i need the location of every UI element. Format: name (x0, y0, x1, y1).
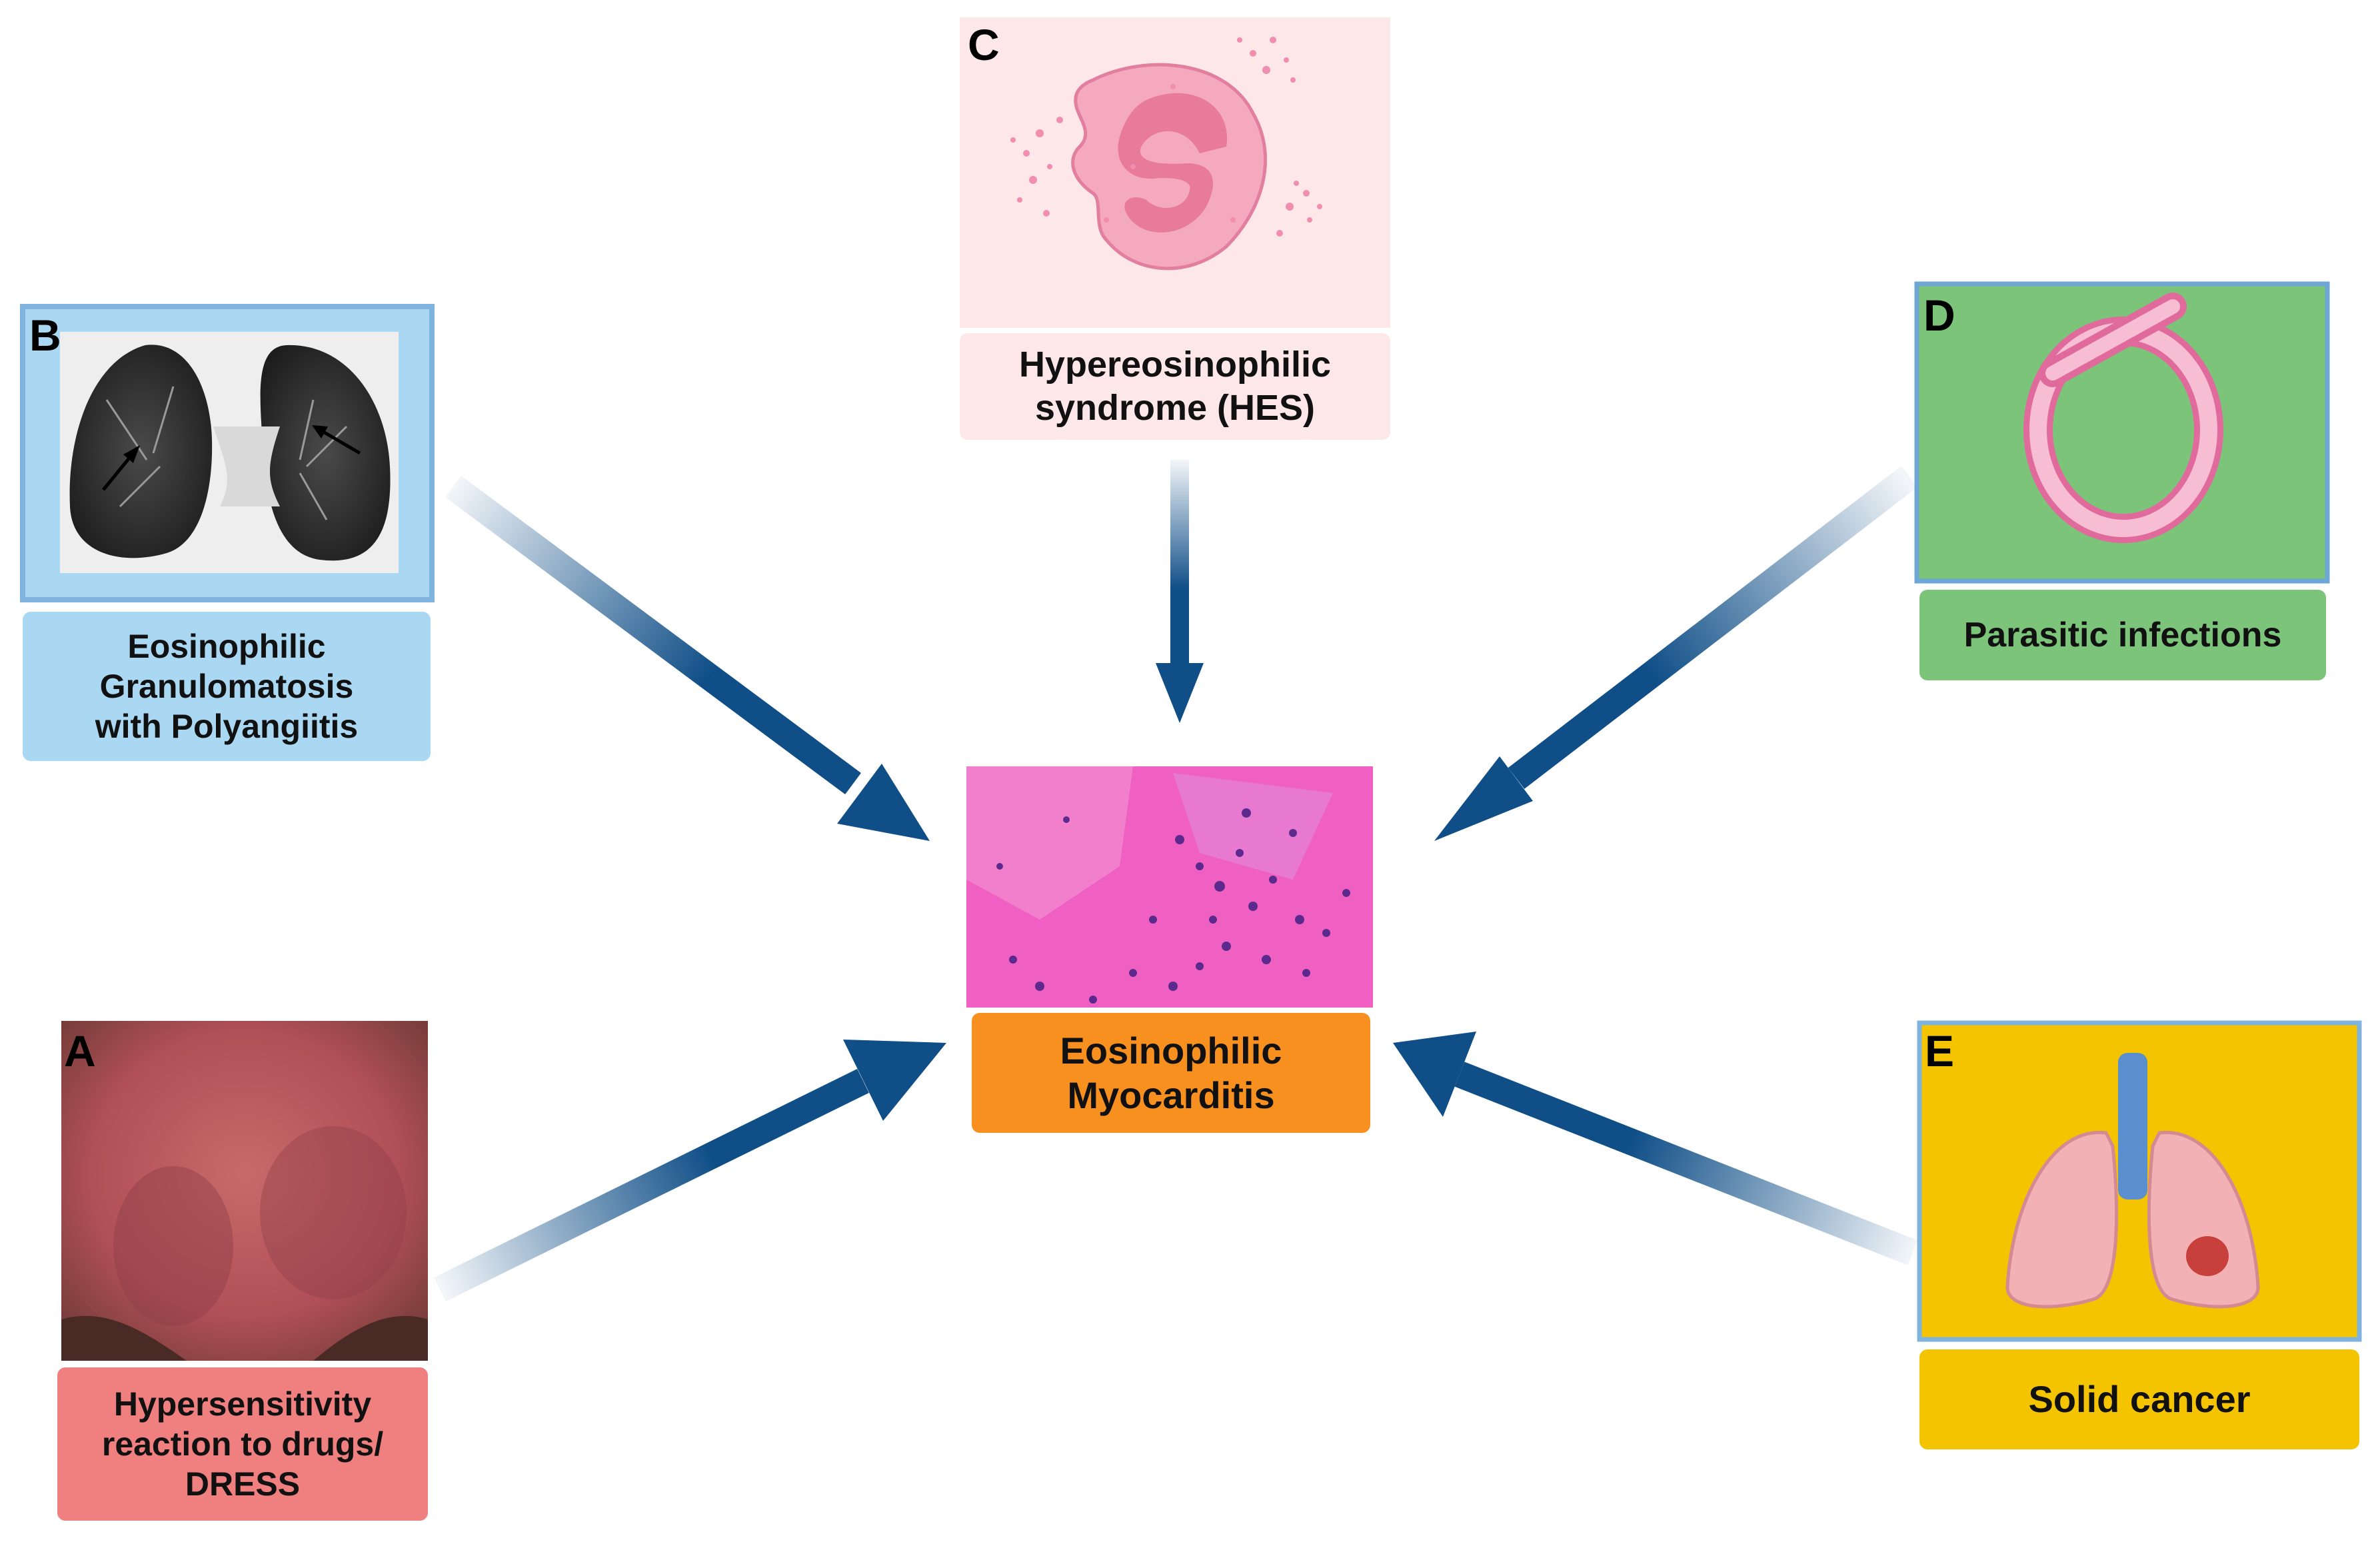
arrow-from-E (1393, 1032, 1918, 1265)
center-label: Eosinophilic Myocarditis (972, 1013, 1370, 1133)
panel-D-label: Parasitic infections (1919, 590, 2326, 680)
panel-D-image: D (1914, 281, 2330, 584)
arrow-from-A (434, 1040, 946, 1301)
arrow-from-C (1156, 460, 1204, 723)
panel-E-label: Solid cancer (1919, 1349, 2359, 1449)
arrow-from-B (445, 475, 930, 841)
panel-E-image: E (1917, 1020, 2362, 1342)
panel-C-letter: C (968, 20, 1000, 69)
panel-B-label: Eosinophilic Granulomatosis with Polyang… (23, 612, 431, 761)
panel-B-letter: B (29, 311, 61, 360)
panel-A-label: Hypersensitivity reaction to drugs/ DRES… (57, 1367, 428, 1521)
center-histology-image (966, 766, 1373, 1008)
arrow-from-D (1434, 466, 1918, 841)
panel-D-letter: D (1923, 291, 1955, 340)
panel-A-image: A (61, 1021, 428, 1361)
panel-C-label: Hypereosinophilic syndrome (HES) (960, 333, 1390, 440)
panel-B-image: B (20, 304, 435, 602)
panel-A-letter: A (64, 1026, 96, 1076)
panel-C-image: C (960, 17, 1390, 328)
panel-E-letter: E (1925, 1026, 1954, 1076)
